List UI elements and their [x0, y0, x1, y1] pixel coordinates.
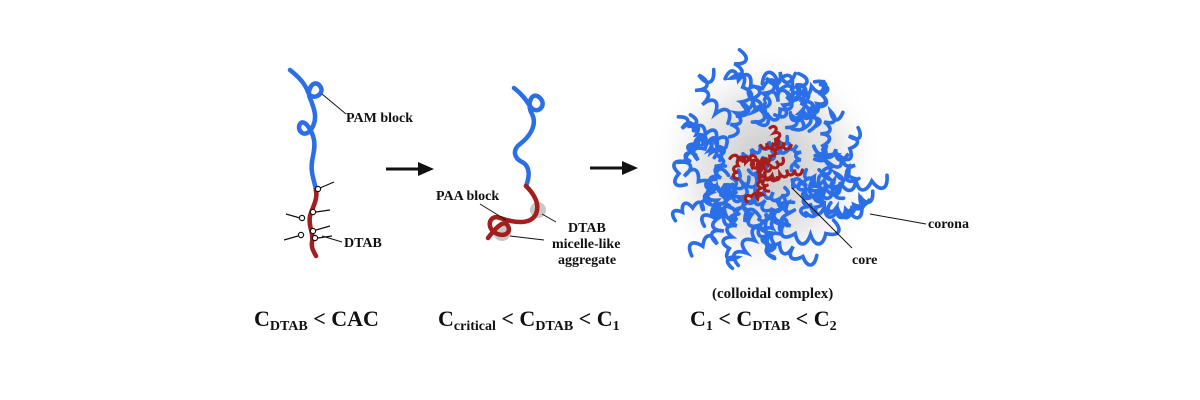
corona-chain: [787, 141, 802, 173]
corona-chain: [741, 198, 777, 261]
aggregate-label-line-3: aggregate: [558, 253, 616, 268]
corona-label: corona: [928, 217, 969, 232]
core-chain: [728, 153, 770, 171]
core-chain: [762, 168, 804, 182]
corona-chain: [791, 176, 825, 219]
corona-chain: [710, 168, 742, 217]
core-chain: [760, 138, 793, 165]
corona-leader-line: [869, 213, 927, 225]
paa-block-chain: [307, 187, 319, 259]
core-chain: [759, 124, 782, 151]
corona-chain: [694, 67, 732, 126]
corona-chain: [795, 83, 822, 129]
pam-block-label: PAM block: [346, 111, 413, 126]
condition-3: C1 < CDTAB < C2: [690, 306, 837, 334]
paa-block-label: PAA block: [436, 189, 499, 204]
corona-chain: [807, 173, 889, 202]
panel-3: corona core (colloidal complex) C1 < CDT…: [650, 47, 969, 334]
corona-chain: [670, 190, 714, 223]
condition-1: CDTAB < CAC: [254, 306, 379, 334]
aggregate-leader-line: [509, 235, 545, 241]
corona-chain: [760, 217, 789, 253]
arrow-2: [590, 161, 638, 175]
corona-chain: [723, 69, 768, 119]
pam-block-chain: [287, 67, 324, 195]
aggregate-label-line-1: DTAB: [568, 221, 606, 236]
corona-chain: [721, 212, 744, 271]
panel-1: PAM block DTAB CDTAB < CAC: [254, 67, 413, 334]
corona-chains: [670, 48, 889, 271]
aggregate-label-line-2: micelle-like: [552, 237, 620, 252]
pam-leader-line: [321, 93, 347, 115]
condition-2: Ccritical < CDTAB < C1: [438, 306, 620, 334]
corona-chain: [705, 164, 740, 222]
aggregate-leader-line: [541, 213, 557, 223]
corona-chain: [746, 78, 813, 131]
dtab-label: DTAB: [344, 236, 382, 251]
corona-chain: [688, 135, 726, 168]
core-chains: [728, 124, 804, 204]
dtab-surfactants: [283, 181, 335, 242]
colloidal-complex-caption: (colloidal complex): [712, 286, 833, 302]
paa-leader-line: [479, 203, 507, 221]
core-chain: [749, 156, 785, 173]
core-leader-line: [791, 187, 853, 249]
corona-chain: [826, 191, 871, 218]
dtab-leader-line: [321, 235, 343, 243]
core-chain: [743, 180, 767, 204]
arrow-1: [386, 162, 434, 176]
pam-block-chain-2: [511, 85, 545, 189]
paa-block-chain-2: [485, 183, 540, 241]
corona-chain: [812, 147, 858, 181]
core-label: core: [852, 253, 877, 268]
panel-2: PAA block DTAB micelle-like aggregate Cc…: [436, 85, 620, 334]
